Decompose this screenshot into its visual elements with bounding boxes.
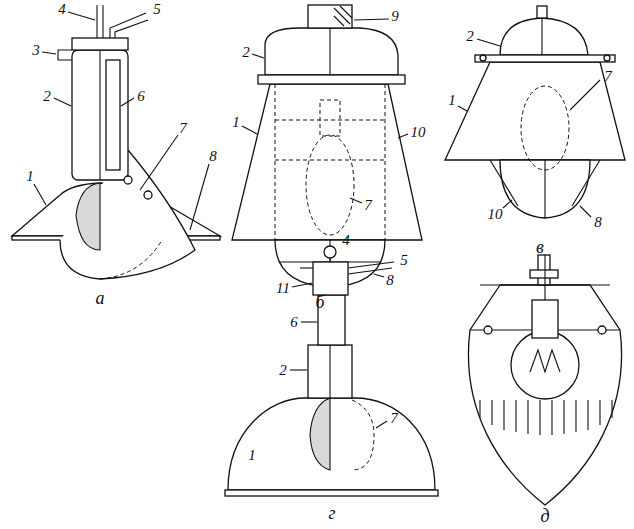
callout-number: 8: [386, 273, 394, 288]
callout-number: 10: [411, 125, 426, 140]
callout-number: 8: [594, 215, 602, 230]
callout-number: 5: [400, 253, 408, 268]
callout-number: 7: [390, 411, 398, 426]
callout-number: 1: [26, 169, 34, 184]
callout-number: 2: [43, 89, 51, 104]
figure-letter: б: [315, 293, 324, 311]
callout-number: 7: [179, 121, 187, 136]
callout-number: 10: [488, 207, 503, 222]
callout-number: 4: [58, 2, 66, 17]
luminaire-c: [445, 6, 625, 218]
figure-letter: г: [328, 504, 335, 522]
luminaire-d: [225, 246, 438, 496]
callout-number: 2: [242, 45, 250, 60]
callout-number: 11: [276, 281, 290, 296]
callout-number: 9: [391, 9, 399, 24]
callout-number: 6: [290, 315, 298, 330]
luminaire-a: [12, 5, 220, 279]
callout-number: 8: [209, 149, 217, 164]
callout-number: 1: [232, 115, 240, 130]
callout-number: 1: [448, 93, 456, 108]
figure-letter: в: [536, 238, 544, 256]
figure-letter: д: [540, 507, 549, 525]
callout-number: 2: [279, 363, 287, 378]
callout-number: 1: [248, 448, 256, 463]
callout-number: 4: [342, 233, 350, 248]
callout-number: 7: [364, 198, 372, 213]
callout-number: 2: [466, 29, 474, 44]
callout-number: 3: [32, 43, 40, 58]
figure-letter: а: [96, 289, 105, 307]
callout-number: 5: [153, 2, 161, 17]
callout-number: 6: [137, 89, 145, 104]
luminaire-b: [232, 5, 422, 287]
luminaire-e: [468, 255, 621, 505]
callout-number: 7: [604, 69, 612, 84]
